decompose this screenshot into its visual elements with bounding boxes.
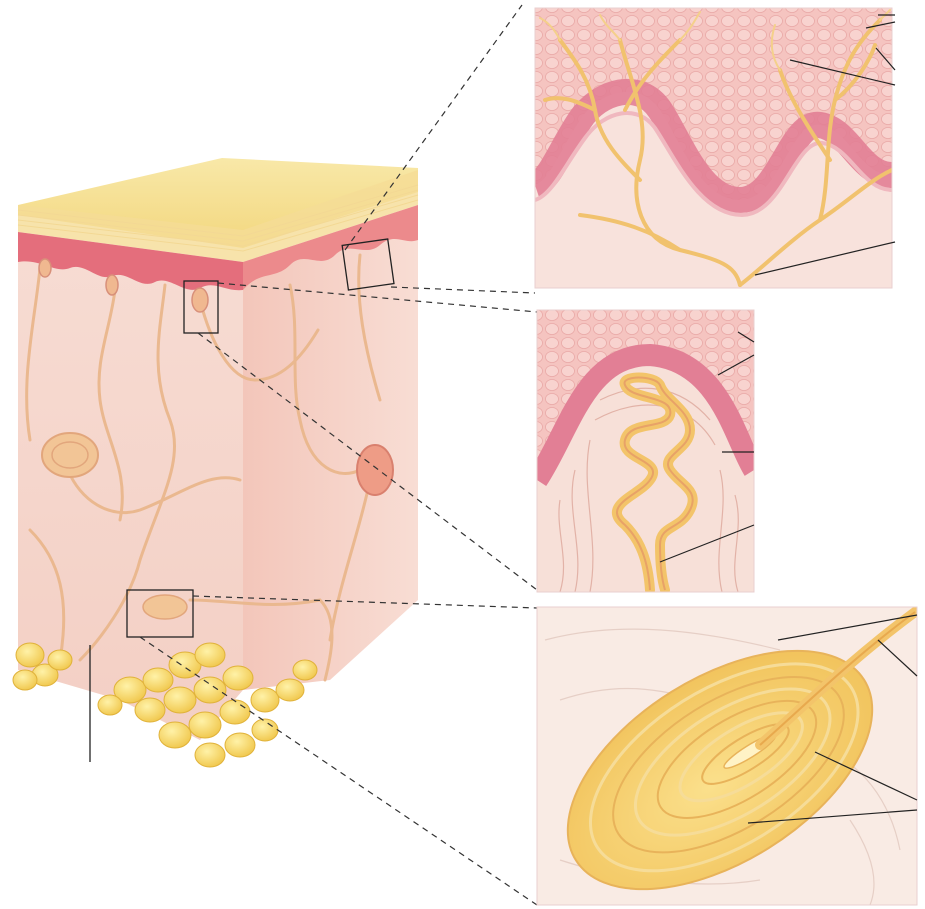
pacinian-corpuscle-small [42,433,98,477]
panel-free-nerve-endings [535,8,892,288]
panel-meissner-corpuscle [537,310,754,592]
pacinian-corpuscle-side [357,445,393,495]
skin-block [13,158,418,767]
panel-pacinian-corpuscle [527,602,917,909]
